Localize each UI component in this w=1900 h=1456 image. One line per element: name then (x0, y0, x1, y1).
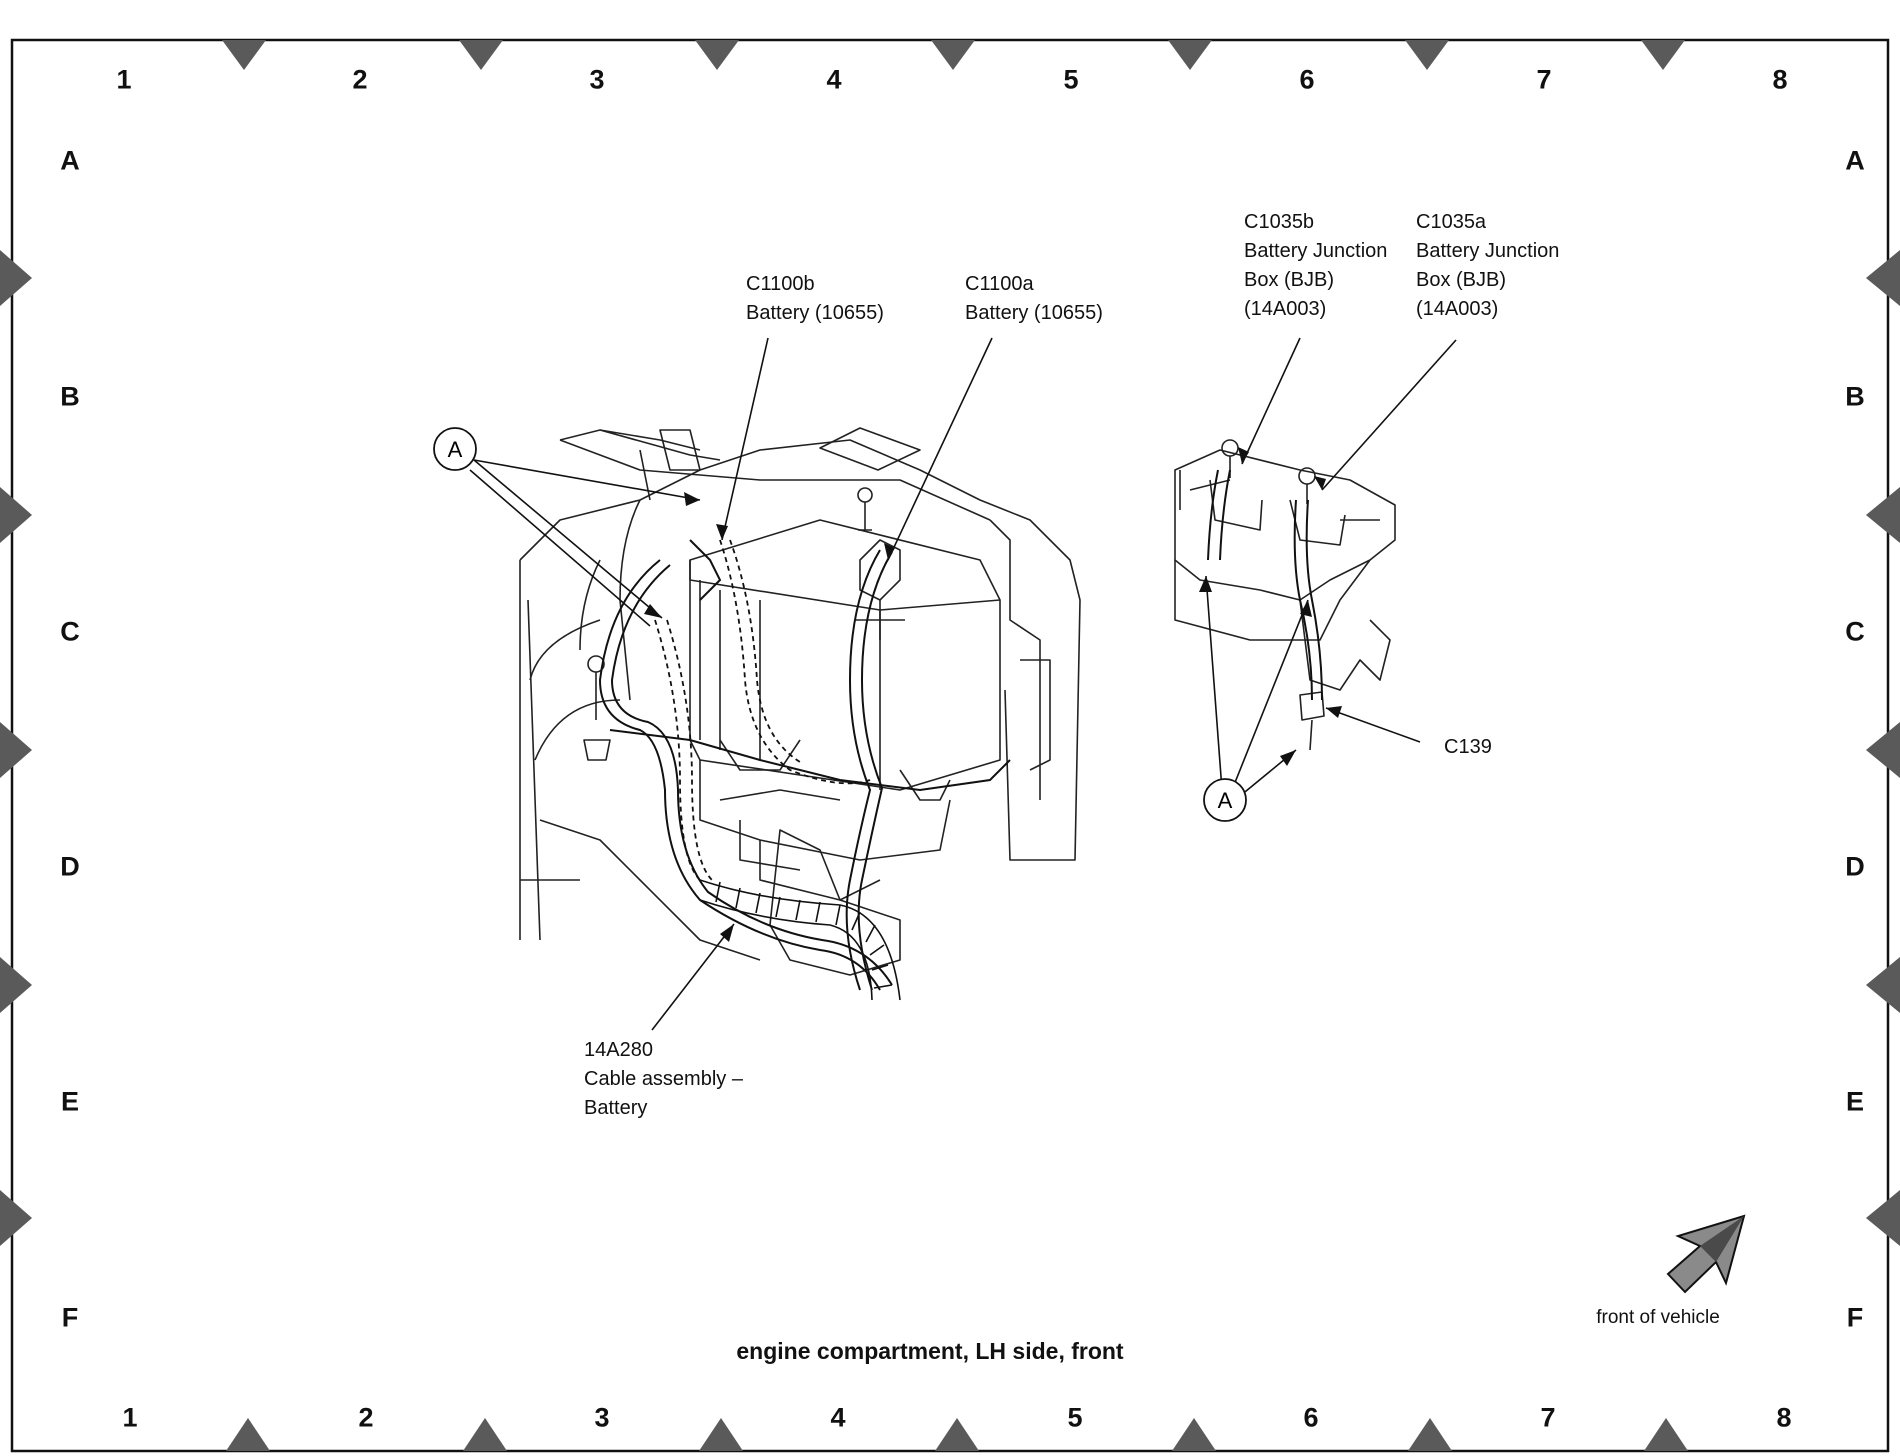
diagram-caption: engine compartment, LH side, front (736, 1338, 1124, 1364)
column-label-top-6: 6 (1299, 64, 1315, 95)
left-edge-marker-1 (0, 250, 32, 306)
cable-harness (598, 539, 1011, 991)
callout-c1035b-id: C1035b (1244, 211, 1315, 233)
top-edge-marker-3 (695, 40, 739, 70)
callout-c1100a-id: C1100a (965, 273, 1034, 295)
battery-junction-box-illustration (1174, 439, 1396, 751)
column-label-top-4: 4 (826, 64, 842, 95)
column-label-bottom-1: 1 (122, 1402, 138, 1433)
callout-c1035b-line4: (14A003) (1244, 298, 1327, 320)
row-label-left-e: E (60, 1086, 80, 1117)
column-label-bottom-8: 8 (1776, 1402, 1792, 1433)
bottom-edge-marker-2 (463, 1418, 507, 1451)
callout-c1035a-id: C1035a (1416, 211, 1487, 233)
callout-c1100b-desc: Battery (10655) (746, 302, 884, 324)
callout-c139-id: C139 (1444, 736, 1492, 758)
right-edge-marker-1 (1866, 250, 1900, 306)
column-label-top-7: 7 (1536, 64, 1552, 95)
left-edge-marker-4 (0, 957, 32, 1013)
column-label-top-2: 2 (352, 64, 368, 95)
bottom-edge-marker-1 (226, 1418, 270, 1451)
left-edge-marker-5 (0, 1190, 32, 1246)
ref-marker-a-right: A (1203, 778, 1247, 822)
battery-compartment-illustration (519, 427, 1081, 976)
column-label-top-8: 8 (1772, 64, 1788, 95)
row-label-left-f: F (61, 1302, 79, 1333)
column-label-bottom-2: 2 (358, 1402, 374, 1433)
leader-arrowheads (644, 447, 1342, 942)
row-label-right-c: C (1845, 616, 1865, 647)
left-edge-marker-3 (0, 722, 32, 778)
row-label-right-a: A (1845, 145, 1865, 176)
callout-14a280-id: 14A280 (584, 1039, 653, 1061)
column-label-bottom-3: 3 (594, 1402, 610, 1433)
column-label-bottom-5: 5 (1067, 1402, 1083, 1433)
row-label-right-f: F (1846, 1302, 1864, 1333)
ref-marker-circle (433, 427, 477, 471)
callout-14a280-line2: Cable assembly – (584, 1068, 743, 1090)
ref-marker-a-left: A (433, 427, 477, 471)
callout-c139: C139 (1444, 733, 1492, 762)
column-label-bottom-7: 7 (1540, 1402, 1556, 1433)
column-label-bottom-6: 6 (1303, 1402, 1319, 1433)
column-label-bottom-4: 4 (830, 1402, 846, 1433)
top-edge-marker-5 (1168, 40, 1212, 70)
callout-c1035a: C1035a Battery Junction Box (BJB) (14A00… (1416, 208, 1559, 324)
callout-c1035b-line2: Battery Junction (1244, 240, 1388, 262)
row-label-left-b: B (60, 381, 80, 412)
row-label-right-d: D (1845, 851, 1865, 882)
right-edge-marker-5 (1866, 1190, 1900, 1246)
callout-c1100a: C1100a Battery (10655) (965, 270, 1103, 328)
top-edge-marker-6 (1405, 40, 1449, 70)
top-edge-marker-4 (931, 40, 975, 70)
ref-marker-label: A (1218, 788, 1233, 813)
callout-c1100b: C1100b Battery (10655) (746, 270, 884, 328)
direction-arrow-icon (1666, 1214, 1746, 1294)
hidden-cable-route (654, 539, 871, 881)
page-border (10, 38, 1890, 1453)
callout-c1100b-id: C1100b (746, 273, 815, 295)
top-edge-marker-1 (222, 40, 266, 70)
ref-marker-circle (1203, 778, 1247, 822)
ref-marker-label: A (448, 437, 463, 462)
callout-14a280: 14A280 Cable assembly – Battery (584, 1036, 743, 1123)
column-label-top-3: 3 (589, 64, 605, 95)
callout-c1035a-line3: Box (BJB) (1416, 269, 1507, 291)
wrapped-harness (699, 879, 901, 1001)
bottom-edge-marker-4 (935, 1418, 979, 1451)
bottom-edge-marker-6 (1408, 1418, 1452, 1451)
row-label-left-a: A (60, 145, 80, 176)
row-label-left-d: D (60, 851, 80, 882)
leader-lines (469, 337, 1457, 1031)
callout-c1035b-line3: Box (BJB) (1244, 269, 1335, 291)
bottom-edge-marker-7 (1644, 1418, 1688, 1451)
right-edge-marker-2 (1866, 487, 1900, 543)
top-edge-marker-7 (1641, 40, 1685, 70)
callout-c1035b: C1035b Battery Junction Box (BJB) (14A00… (1244, 208, 1387, 324)
left-edge-marker-2 (0, 487, 32, 543)
top-edge-marker-2 (459, 40, 503, 70)
callout-c1100a-desc: Battery (10655) (965, 302, 1103, 324)
row-label-left-c: C (60, 616, 80, 647)
callout-c1035a-line2: Battery Junction (1416, 240, 1560, 262)
callout-14a280-line3: Battery (584, 1097, 648, 1119)
right-edge-marker-3 (1866, 722, 1900, 778)
column-label-top-1: 1 (116, 64, 132, 95)
front-of-vehicle-label: front of vehicle (1596, 1307, 1720, 1328)
callout-c1035a-line4: (14A003) (1416, 298, 1499, 320)
grid-edge-markers (0, 40, 1900, 1451)
bjb-cables (1207, 469, 1323, 701)
row-label-right-e: E (1845, 1086, 1865, 1117)
row-label-right-b: B (1845, 381, 1865, 412)
bottom-edge-marker-3 (699, 1418, 743, 1451)
column-label-top-5: 5 (1063, 64, 1079, 95)
right-edge-marker-4 (1866, 957, 1900, 1013)
bottom-edge-marker-5 (1172, 1418, 1216, 1451)
